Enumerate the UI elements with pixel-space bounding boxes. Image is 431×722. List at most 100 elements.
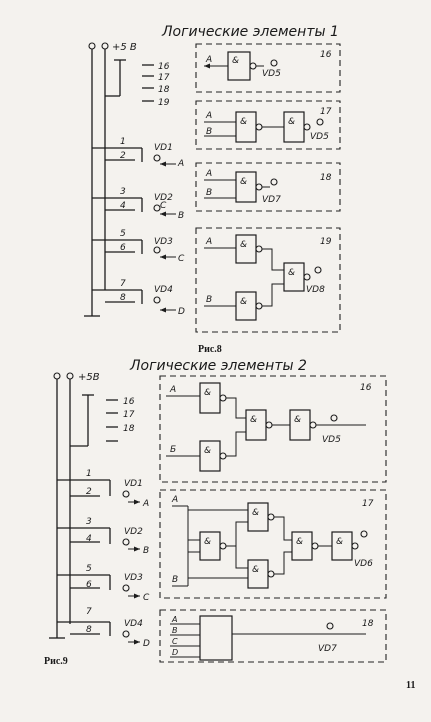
block-num: 17 xyxy=(362,499,374,509)
channel-num-8: 8 xyxy=(86,625,92,635)
arrow-icon xyxy=(160,161,166,167)
gate-symbol: & xyxy=(288,117,295,127)
figure-9-supply-label: +5В xyxy=(78,372,100,383)
block-input-a: A xyxy=(205,111,212,121)
inverter-bubble xyxy=(303,123,311,131)
figure-9-title: Логические элементы 2 xyxy=(129,358,307,374)
block-led-label: VD6 xyxy=(354,559,373,569)
fig8-block-19: 19 A B & & & VD8 xyxy=(195,227,341,333)
wire xyxy=(262,248,284,271)
arrow-icon xyxy=(160,254,166,260)
inverter-bubble xyxy=(255,123,263,131)
block-input-b: B xyxy=(206,295,212,305)
channel-led-3: VD3 xyxy=(124,573,143,583)
channel-num-8: 8 xyxy=(120,293,126,303)
channel-out-4: B xyxy=(178,211,184,221)
channel-out-8: D xyxy=(143,639,150,649)
led-icon xyxy=(270,178,278,186)
rail-terminal-left xyxy=(53,372,61,380)
inverter-bubble xyxy=(267,513,275,521)
inverter-bubble xyxy=(255,302,263,310)
channel-out-8: D xyxy=(178,307,185,317)
channel-out-3: C xyxy=(160,201,167,211)
block-led-label: VD5 xyxy=(262,69,281,79)
inverter-bubble xyxy=(249,62,257,70)
inverter-bubble xyxy=(351,542,359,550)
led-icon xyxy=(153,246,161,254)
channel-num-1: 1 xyxy=(120,137,126,147)
led-icon xyxy=(153,154,161,162)
channel-num-2: 2 xyxy=(86,487,92,497)
gate-symbol: & xyxy=(204,388,211,398)
channel-led-4: VD4 xyxy=(154,285,173,295)
block-input-c: C xyxy=(172,637,178,646)
block-input-a: A xyxy=(205,169,212,179)
fig8-block-17: 17 A B & & VD5 xyxy=(195,100,341,150)
arrow-icon xyxy=(134,593,140,599)
channel-num-6: 6 xyxy=(120,243,126,253)
gate-symbol: & xyxy=(240,297,247,307)
block-input-b: B xyxy=(206,127,212,137)
gate-symbol: & xyxy=(232,56,239,66)
channel-num-1: 1 xyxy=(86,469,92,479)
led-icon xyxy=(153,204,161,212)
block-input-b: B xyxy=(206,188,212,198)
inverter-bubble xyxy=(219,542,227,550)
gate-symbol: & xyxy=(240,240,247,250)
channel-num-5: 5 xyxy=(120,229,126,239)
block-frame xyxy=(195,100,341,150)
fig9-block-18: 18 A B C D VD7 xyxy=(159,609,387,663)
channel-led-3: VD3 xyxy=(154,237,173,247)
block-led-label: VD5 xyxy=(322,435,341,445)
switch-label-17: 17 xyxy=(158,73,170,83)
block-led-label: VD7 xyxy=(262,195,281,205)
arrow-icon xyxy=(160,307,166,313)
figure-8-input-channels: 1 2 VD1 A 3 4 VD2 C B 5 6 VD3 xyxy=(92,137,185,317)
block-num: 17 xyxy=(320,107,332,117)
wire xyxy=(226,431,246,457)
block-frame xyxy=(195,43,341,93)
channel-led-1: VD1 xyxy=(154,143,173,153)
channel-out-2: A xyxy=(142,499,149,509)
gate-symbol: & xyxy=(240,117,247,127)
inverter-bubble xyxy=(267,570,275,578)
led-icon xyxy=(270,59,278,67)
led-icon xyxy=(360,530,368,538)
block-frame xyxy=(195,227,341,333)
figure-8-supply-label: +5 В xyxy=(112,42,137,53)
rail-terminal-right xyxy=(66,372,74,380)
channel-out-1: A xyxy=(177,159,184,169)
wire xyxy=(262,283,284,307)
wire xyxy=(274,551,292,575)
led-icon xyxy=(316,118,324,126)
block-input-a: A xyxy=(205,237,212,247)
switch-label-19: 19 xyxy=(158,98,170,108)
fig9-block-16: 16 A Б & & & & VD5 xyxy=(159,375,387,483)
rail-terminal-left xyxy=(88,42,96,50)
block-input-b: B xyxy=(172,575,178,585)
inverter-bubble xyxy=(219,452,227,460)
wire xyxy=(274,516,292,541)
inverter-bubble xyxy=(255,183,263,191)
led-icon xyxy=(122,630,130,638)
switch-label-17: 17 xyxy=(123,410,135,420)
figure-9-caption: Рис.9 xyxy=(44,656,68,667)
block-num: 16 xyxy=(360,383,372,393)
logic-block xyxy=(199,615,233,661)
inverter-bubble xyxy=(255,245,263,253)
switch-label-18: 18 xyxy=(123,424,135,434)
channel-num-7: 7 xyxy=(120,279,126,289)
block-num: 16 xyxy=(320,50,332,60)
block-frame xyxy=(159,609,387,663)
led-icon xyxy=(314,266,322,274)
inverter-bubble xyxy=(311,542,319,550)
block-led-label: VD7 xyxy=(318,644,337,654)
led-icon xyxy=(330,414,338,422)
gate-symbol: & xyxy=(204,537,211,547)
block-frame xyxy=(159,489,387,599)
inverter-bubble xyxy=(309,421,317,429)
inverter-bubble xyxy=(265,421,273,429)
block-input-a: A xyxy=(171,615,177,624)
